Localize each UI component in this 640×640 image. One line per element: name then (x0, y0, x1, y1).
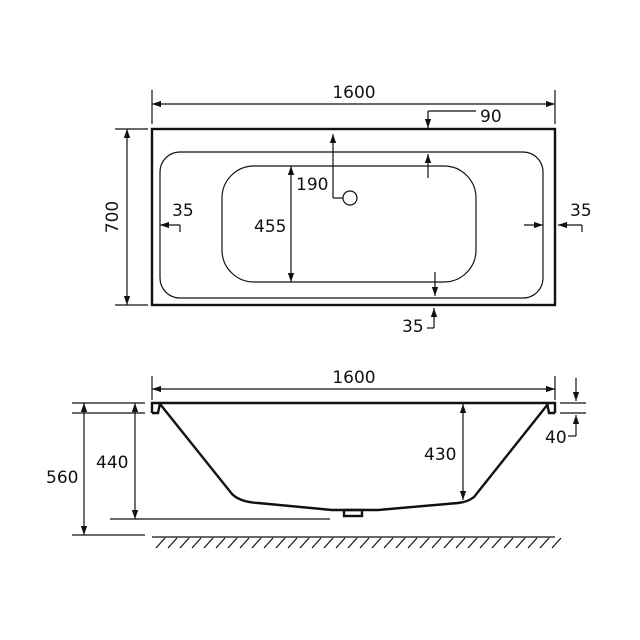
label-rim-thickness: 40 (545, 428, 567, 448)
hatch-mark (539, 537, 550, 549)
hatch-mark (467, 537, 478, 549)
hatch-mark (551, 537, 562, 549)
hatch-mark (203, 537, 214, 549)
hatch-mark (287, 537, 298, 549)
label-rim-right: 35 (570, 201, 592, 221)
label-inner-depth: 430 (424, 445, 456, 465)
hatch-mark (383, 537, 394, 549)
top-view: 1600 90 700 35 35 (103, 83, 592, 337)
hatch-mark (515, 537, 526, 549)
dim-side-length: 1600 (151, 368, 556, 400)
side-view: 1600 560 440 430 40 (46, 368, 586, 549)
label-rim-bottom: 35 (402, 317, 424, 337)
hatch-mark (251, 537, 262, 549)
bath-rim-left-lip (152, 402, 162, 415)
hatch-mark (275, 537, 286, 549)
dim-rim-right: 35 (524, 201, 592, 232)
hatch-mark (455, 537, 466, 549)
hatch-mark (431, 537, 442, 549)
hatch-mark (419, 537, 430, 549)
hatch-mark (167, 537, 178, 549)
hatch-mark (443, 537, 454, 549)
dim-waste-offset: 90 (424, 107, 502, 128)
label-side-length: 1600 (332, 368, 375, 388)
label-rim-left: 35 (172, 201, 194, 221)
label-basin-width: 455 (254, 217, 286, 237)
label-total-height: 560 (46, 468, 78, 488)
dim-bath-height: 440 (96, 403, 139, 519)
dim-basin-width: 455 (254, 166, 295, 282)
bath-outer-outline (150, 127, 557, 307)
dim-top-length: 1600 (151, 83, 556, 124)
hatch-mark (407, 537, 418, 549)
dim-top-width: 700 (103, 128, 148, 306)
label-bath-height: 440 (96, 453, 128, 473)
hatch-mark (395, 537, 406, 549)
hatch-mark (179, 537, 190, 549)
hatch-mark (323, 537, 334, 549)
label-top-width: 700 (103, 201, 123, 233)
hatch-mark (491, 537, 502, 549)
dim-rim-thickness: 40 (545, 378, 586, 448)
hatch-mark (263, 537, 274, 549)
waste-fitting (342, 508, 364, 518)
dim-total-height: 560 (46, 403, 88, 535)
hatch-mark (239, 537, 250, 549)
bath-rim-top (150, 401, 557, 413)
floor-hatching (152, 536, 562, 549)
bath-rim-inner-outline (159, 151, 544, 299)
hatch-mark (227, 537, 238, 549)
hatch-mark (191, 537, 202, 549)
bath-body-profile (159, 403, 549, 512)
hatch-mark (215, 537, 226, 549)
hatch-mark (299, 537, 310, 549)
hatch-mark (503, 537, 514, 549)
label-waste-to-edge: 190 (296, 175, 328, 195)
dim-inner-depth: 430 (424, 404, 467, 500)
hatch-mark (371, 537, 382, 549)
hatch-mark (479, 537, 490, 549)
label-top-length: 1600 (332, 83, 375, 103)
basin-outline (221, 165, 477, 283)
dim-rim-bottom: 35 (402, 308, 438, 337)
hatch-mark (155, 537, 166, 549)
dim-rim-left: 35 (160, 201, 194, 232)
dim-waste-to-edge: 190 (296, 134, 343, 199)
hatch-mark (335, 537, 346, 549)
hatch-mark (347, 537, 358, 549)
waste-outlet (342, 190, 358, 206)
hatch-mark (311, 537, 322, 549)
hatch-mark (527, 537, 538, 549)
label-waste-offset: 90 (480, 107, 502, 127)
hatch-mark (359, 537, 370, 549)
